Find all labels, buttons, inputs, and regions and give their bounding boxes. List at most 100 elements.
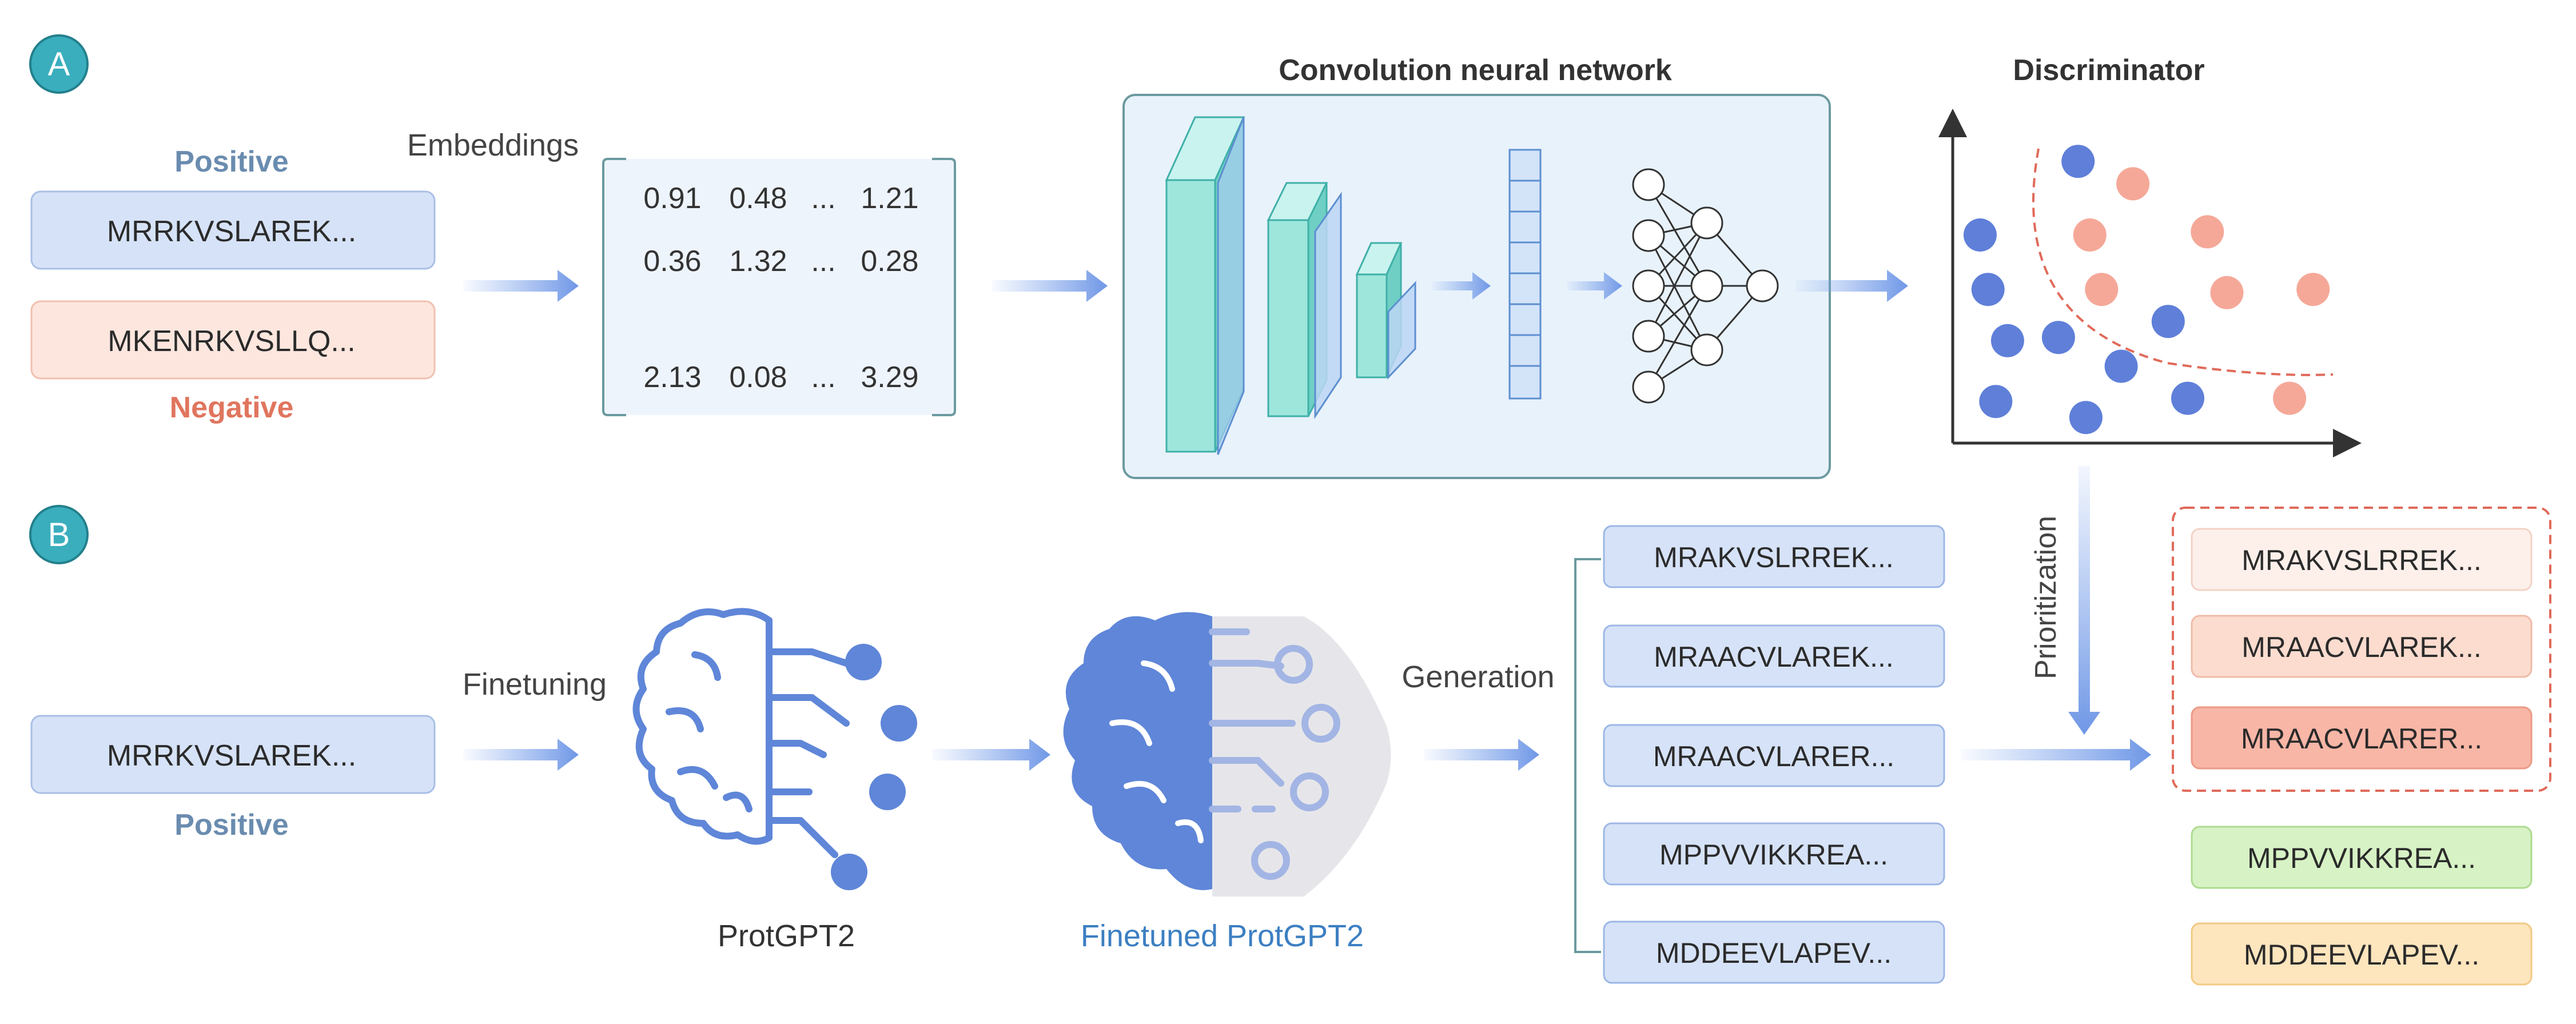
arrow-to-cnn xyxy=(992,270,1108,302)
ranked-sequence: MDDEEVLAPEV... xyxy=(2244,939,2479,971)
conv-layer-second xyxy=(1267,182,1342,419)
matrix-cell: 1.21 xyxy=(861,182,918,215)
panel-a-badge-circle xyxy=(29,34,89,94)
negative-point xyxy=(2191,215,2224,249)
negative-point xyxy=(2085,273,2119,306)
circuit-nodes xyxy=(831,644,917,890)
ranked-sequence: MPPVVIKKREA... xyxy=(2247,842,2476,874)
generated-sequence: MRAACVLARER... xyxy=(1653,740,1894,772)
generated-box xyxy=(1603,921,1945,984)
generated-sequence: MPPVVIKKREA... xyxy=(1659,839,1888,871)
ranked-box xyxy=(2191,615,2533,678)
prioritized-group-box xyxy=(2172,507,2551,792)
matrix-cell: ... xyxy=(811,245,835,278)
panel-b-badge-circle xyxy=(29,505,89,564)
ranked-sequences: MRAKVSLRREK... MRAACVLAREK... MRAACVLARE… xyxy=(2191,528,2533,986)
positive-point xyxy=(2041,321,2075,354)
matrix-cell: ... xyxy=(811,182,835,215)
prioritization-label: Prioritization xyxy=(2029,516,2063,679)
negative-sequence: MKENRKVSLLQ... xyxy=(108,325,355,358)
matrix-left-bracket xyxy=(602,158,626,416)
positive-point xyxy=(2171,381,2204,415)
decision-boundary xyxy=(2032,148,2334,376)
arrow-to-discriminator xyxy=(1795,270,1908,302)
conv-layer-third xyxy=(1355,242,1416,380)
dense-network-graphic xyxy=(1632,168,1779,404)
protgpt2-label: ProtGPT2 xyxy=(718,919,855,953)
positive-label: Positive xyxy=(174,145,288,178)
finetuning-label: Finetuning xyxy=(463,667,607,702)
input-positive-label: Positive xyxy=(174,808,288,842)
arrow-to-finetuned xyxy=(932,739,1050,771)
positive-point xyxy=(1963,218,1997,252)
panel-a: A Positive MRRKVSLAREK... MKENRKVSLLQ...… xyxy=(29,34,2362,479)
ranked-sequence: MRAKVSLRREK... xyxy=(2241,544,2482,576)
matrix-cell: 0.28 xyxy=(861,245,918,278)
input-sequence-box xyxy=(30,715,436,794)
discriminator-points xyxy=(1963,145,2330,435)
arrow-to-flatten xyxy=(1432,272,1491,300)
ranked-sequence: MRAACVLARER... xyxy=(2241,723,2482,755)
positive-point xyxy=(2151,305,2185,338)
embedding-matrix-box xyxy=(603,159,955,415)
generation-label: Generation xyxy=(1402,660,1554,694)
generated-bracket xyxy=(1574,558,1601,953)
matrix-right-bracket xyxy=(932,158,956,416)
positive-point xyxy=(2104,349,2138,383)
generated-box xyxy=(1603,525,1945,588)
flatten-vector xyxy=(1508,149,1542,400)
finetuned-label: Finetuned xyxy=(1081,919,1218,953)
negative-sequence-box xyxy=(30,300,436,380)
generated-sequence: MRAACVLAREK... xyxy=(1654,641,1894,673)
negative-point xyxy=(2116,167,2150,201)
negative-point xyxy=(2073,218,2107,252)
prioritization-arrow xyxy=(2068,466,2100,735)
ranked-box xyxy=(2191,528,2533,591)
positive-point xyxy=(2069,401,2103,435)
generated-sequence: MRAKVSLRREK... xyxy=(1654,541,1894,573)
negative-point xyxy=(2210,276,2244,309)
positive-point xyxy=(1979,385,2013,419)
panel-a-badge: A xyxy=(48,46,70,83)
negative-point xyxy=(2273,381,2307,415)
finetuned-brain-icon xyxy=(1063,612,1391,897)
matrix-cell: 0.91 xyxy=(643,182,701,215)
embedding-matrix: 0.91 0.48 ... 1.21 0.36 1.32 ... 0.28 2.… xyxy=(643,182,918,394)
finetuned-model-label: ProtGPT2 xyxy=(1227,919,1364,953)
discriminator-plot xyxy=(1938,109,2362,457)
generated-sequence: MDDEEVLAPEV... xyxy=(1656,937,1892,969)
arrow-to-protgpt2 xyxy=(463,739,579,771)
brain-circuit-icon xyxy=(632,608,850,858)
embeddings-label: Embeddings xyxy=(407,128,579,162)
positive-sequence-box xyxy=(30,190,436,270)
negative-label: Negative xyxy=(170,391,294,424)
generated-box xyxy=(1603,624,1945,688)
positive-point xyxy=(1971,273,2005,306)
arrow-to-generated xyxy=(1424,739,1539,771)
matrix-cell: 0.36 xyxy=(643,245,701,278)
input-sequence: MRRKVSLAREK... xyxy=(107,739,356,772)
conv-layers-graphic xyxy=(1165,116,1245,455)
matrix-cell: 1.32 xyxy=(729,245,787,278)
matrix-cell: 3.29 xyxy=(861,361,918,394)
panel-b: B MRRKVSLAREK... Positive Finetuning Pro… xyxy=(29,466,2551,986)
arrow-to-embeddings xyxy=(463,270,579,302)
ranked-box xyxy=(2191,922,2533,986)
positive-point xyxy=(1990,324,2024,357)
positive-sequence: MRRKVSLAREK... xyxy=(107,215,356,248)
arrow-to-dense xyxy=(1567,272,1622,300)
matrix-cell: 0.08 xyxy=(729,361,787,394)
panel-b-badge: B xyxy=(48,516,70,553)
matrix-cell: 2.13 xyxy=(643,361,701,394)
ranked-sequence: MRAACVLAREK... xyxy=(2241,631,2482,663)
generated-box xyxy=(1603,724,1945,787)
generated-sequences: MRAKVSLRREK... MRAACVLAREK... MRAACVLARE… xyxy=(1603,525,1945,984)
positive-point xyxy=(2061,145,2095,178)
generated-box xyxy=(1603,822,1945,886)
arrow-to-ranked xyxy=(1961,739,2151,771)
matrix-cell: 0.48 xyxy=(729,182,787,215)
ranked-box xyxy=(2191,706,2533,770)
discriminator-title: Discriminator xyxy=(2013,54,2204,87)
cnn-title: Convolution neural network xyxy=(1279,54,1672,87)
